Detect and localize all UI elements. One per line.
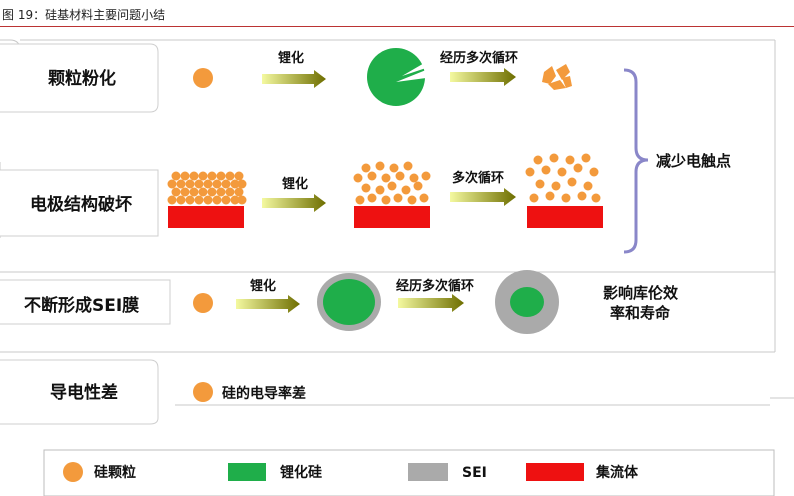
legend-label-sei: SEI bbox=[462, 465, 487, 481]
legend-item-si: 硅颗粒 bbox=[63, 462, 136, 482]
figure-caption: 图 19：硅基材料主要问题小结 bbox=[2, 8, 166, 22]
row3-step1-label: 锂化 bbox=[250, 278, 276, 294]
legend-swatch-lithiated bbox=[228, 463, 266, 481]
row3-si-particle bbox=[193, 293, 213, 313]
row4-si-particle bbox=[193, 382, 213, 402]
row3-step2-label: 经历多次循环 bbox=[396, 278, 474, 294]
row1-cracked-particle bbox=[367, 48, 426, 106]
row1-arrow2 bbox=[450, 68, 516, 86]
row3-particle-thin-sei bbox=[317, 273, 381, 331]
row3-particle-thick-sei bbox=[495, 270, 559, 334]
row1-arrow1 bbox=[262, 70, 326, 88]
row2-step2-label: 多次循环 bbox=[452, 170, 504, 186]
legend-swatch-collector bbox=[526, 463, 584, 481]
row4-label: 导电性差 bbox=[50, 382, 118, 403]
row3-label: 不断形成SEI膜 bbox=[24, 295, 139, 316]
caption-rule bbox=[0, 26, 794, 27]
row2-arrow1 bbox=[262, 194, 326, 212]
row1-step1-label: 锂化 bbox=[278, 50, 304, 66]
legend-label-si: 硅颗粒 bbox=[94, 464, 136, 481]
row2-collector-1 bbox=[168, 206, 244, 228]
row3-result-line1: 影响库伦效 bbox=[603, 284, 679, 302]
legend-label-lithiated: 锂化硅 bbox=[280, 464, 322, 481]
brace-result-label: 减少电触点 bbox=[656, 152, 731, 170]
row2-arrow2 bbox=[450, 188, 516, 206]
row2-particle-cluster-1 bbox=[167, 171, 247, 205]
row2-collector-2 bbox=[354, 206, 430, 228]
legend-item-lithiated: 锂化硅 bbox=[228, 463, 322, 481]
row2-label: 电极结构破坏 bbox=[30, 194, 132, 215]
row3-arrow2 bbox=[398, 294, 464, 312]
row1-si-particle bbox=[193, 68, 213, 88]
row3-result-line2: 率和寿命 bbox=[610, 304, 671, 322]
legend-swatch-sei bbox=[408, 463, 448, 481]
legend-swatch-si bbox=[63, 462, 83, 482]
row-label-boxes bbox=[0, 43, 171, 425]
row1-label: 颗粒粉化 bbox=[48, 68, 116, 89]
legend-label-collector: 集流体 bbox=[595, 464, 639, 481]
row2-particle-cluster-3 bbox=[525, 153, 601, 203]
legend-item-collector: 集流体 bbox=[526, 463, 639, 481]
legend-item-sei: SEI bbox=[408, 463, 487, 481]
row2-step1-label: 锂化 bbox=[282, 176, 308, 192]
frame-lines bbox=[0, 39, 794, 406]
row2-collector-3 bbox=[527, 206, 603, 228]
bracket-brace bbox=[623, 68, 649, 254]
row2-particle-cluster-2 bbox=[353, 161, 431, 205]
row1-pulverized-fragments bbox=[542, 64, 572, 90]
row3-arrow1 bbox=[236, 295, 300, 313]
row4-note: 硅的电导率差 bbox=[222, 385, 306, 402]
row1-step2-label: 经历多次循环 bbox=[440, 50, 518, 66]
